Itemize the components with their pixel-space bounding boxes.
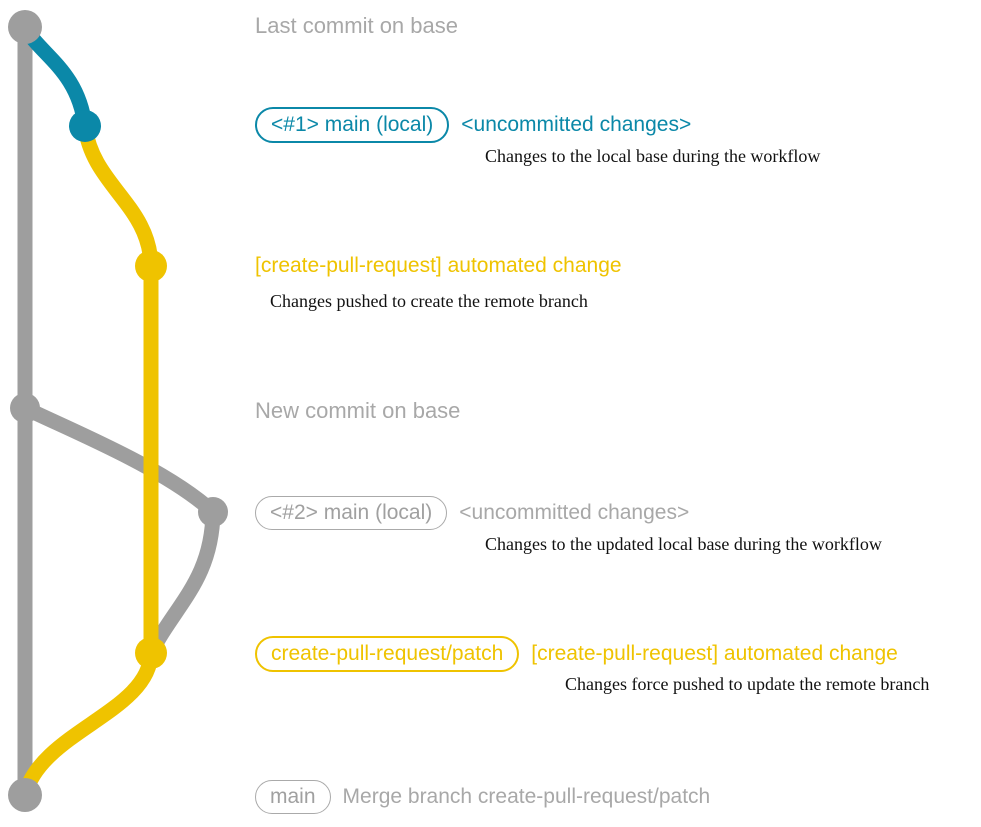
subject-automated-change-update: [create-pull-request] automated change <box>531 642 898 665</box>
subject-automated-change-create: [create-pull-request] automated change <box>255 254 622 277</box>
chip-main-local-1[interactable]: <#1> main (local) <box>255 107 450 143</box>
note-local-commit-2: Changes to the updated local base during… <box>485 534 882 554</box>
edge-patch2-to-merge <box>17 645 159 803</box>
edge-local1-to-patch1 <box>77 118 159 274</box>
row-automated-change-create: [create-pull-request] automated change <box>255 255 622 276</box>
heading-last-commit-on-base: Last commit on base <box>255 13 458 38</box>
chip-create-pull-request-patch[interactable]: create-pull-request/patch <box>255 636 520 672</box>
node-new-commit-on-base[interactable] <box>10 393 40 423</box>
row-automated-change-update: create-pull-request/patch [create-pull-r… <box>255 636 898 672</box>
node-local-commit-1[interactable] <box>69 110 101 142</box>
subject-merge-branch: Merge branch create-pull-request/patch <box>342 785 711 808</box>
subject-uncommitted-changes-1: <uncommitted changes> <box>461 113 692 136</box>
row-local-commit-2: <#2> main (local) <uncommitted changes> <box>255 496 689 530</box>
chip-main[interactable]: main <box>255 780 331 814</box>
subject-uncommitted-changes-2: <uncommitted changes> <box>459 501 690 524</box>
note-automated-change-create: Changes pushed to create the remote bran… <box>270 291 588 311</box>
heading-new-commit-on-base: New commit on base <box>255 398 461 423</box>
node-last-commit-on-base[interactable] <box>8 10 42 44</box>
node-automated-change-create[interactable] <box>135 250 167 282</box>
node-local-commit-2[interactable] <box>198 497 228 527</box>
chip-main-local-2[interactable]: <#2> main (local) <box>255 496 448 530</box>
edge-local2-to-patch <box>143 504 221 661</box>
note-automated-change-update: Changes force pushed to update the remot… <box>565 674 930 694</box>
row-merge-commit: main Merge branch create-pull-request/pa… <box>255 780 710 814</box>
edge-base-to-local2 <box>17 400 221 520</box>
row-local-commit-1: <#1> main (local) <uncommitted changes> <box>255 107 691 143</box>
node-merge-commit[interactable] <box>8 778 42 812</box>
node-automated-change-update[interactable] <box>135 637 167 669</box>
note-local-commit-1: Changes to the local base during the wor… <box>485 146 821 166</box>
